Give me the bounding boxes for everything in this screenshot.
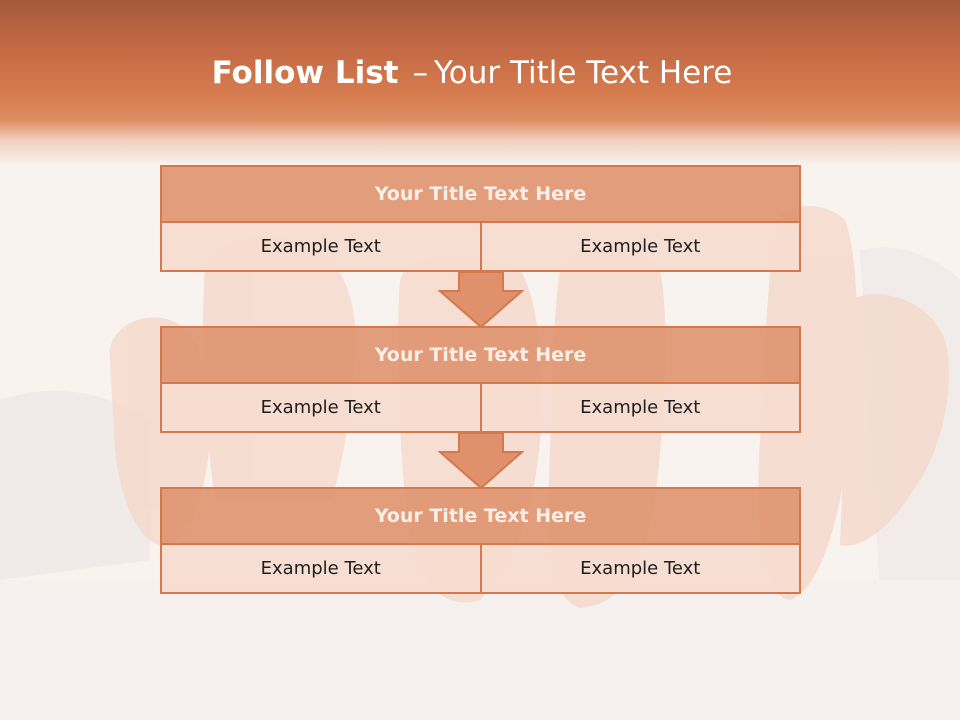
down-arrow-icon <box>438 271 524 329</box>
step-cell-left: Example Text <box>160 384 482 433</box>
step-box-2: Your Title Text Here Example Text Exampl… <box>160 326 801 433</box>
step-cell-right: Example Text <box>481 223 801 272</box>
title-rest: Your Title Text Here <box>433 55 733 91</box>
step-title: Your Title Text Here <box>160 165 801 223</box>
step-box-1: Your Title Text Here Example Text Exampl… <box>160 165 801 272</box>
step-row: Example Text Example Text <box>160 384 801 433</box>
step-box-3: Your Title Text Here Example Text Exampl… <box>160 487 801 594</box>
step-cell-left: Example Text <box>160 545 482 594</box>
header-band <box>0 0 960 165</box>
step-cell-right: Example Text <box>481 545 801 594</box>
step-row: Example Text Example Text <box>160 223 801 272</box>
step-cell-right: Example Text <box>481 384 801 433</box>
step-title: Your Title Text Here <box>160 487 801 545</box>
down-arrow-icon <box>438 432 524 490</box>
step-title: Your Title Text Here <box>160 326 801 384</box>
title-dash: – <box>412 55 428 91</box>
title-bold: Follow List <box>211 55 399 91</box>
step-row: Example Text Example Text <box>160 545 801 594</box>
slide-title: Follow List–Your Title Text Here <box>0 55 944 91</box>
step-cell-left: Example Text <box>160 223 482 272</box>
